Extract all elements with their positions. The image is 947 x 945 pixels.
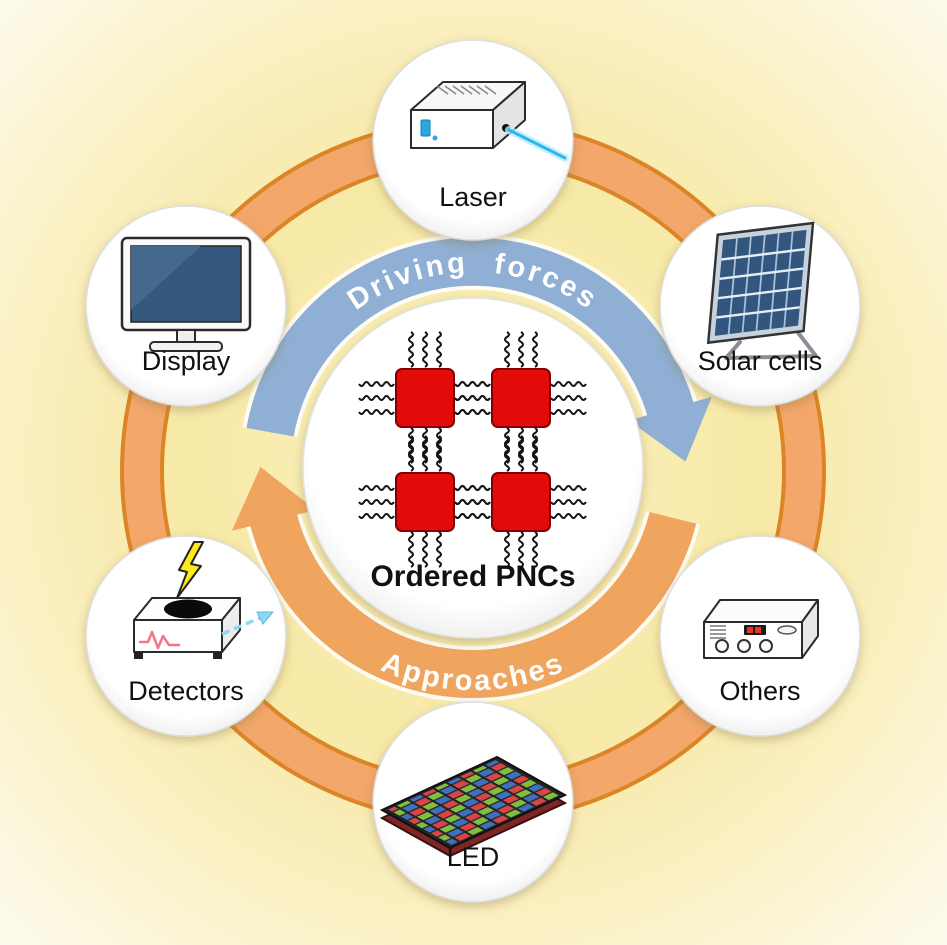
laser-box-side — [492, 81, 526, 149]
node-label-laser: Laser — [439, 182, 507, 212]
node-others: Others — [659, 535, 861, 737]
output-arrow-shaft — [221, 616, 261, 636]
box-top — [703, 599, 819, 623]
node-label-solar-cells: Solar cells — [698, 346, 823, 376]
panel-face — [706, 221, 815, 345]
knob-1 — [715, 639, 729, 653]
laser-beam — [507, 128, 567, 160]
cell-columns — [727, 231, 794, 335]
oval-button — [777, 625, 797, 635]
cycle-arrows: Driving forces Approaches — [231, 233, 712, 703]
vent-grille — [710, 625, 726, 639]
center-label: Ordered PNCs — [370, 560, 575, 593]
output-arrow-head — [256, 611, 275, 625]
node-display: Display — [85, 205, 287, 407]
solar-panel-icon — [706, 221, 818, 360]
approaches-arrow — [231, 466, 697, 699]
led-matrix-icon — [379, 755, 568, 858]
node-label-detectors: Detectors — [128, 676, 244, 706]
node-label-others: Others — [719, 676, 800, 706]
led-pixels — [388, 760, 559, 845]
control-box-icon — [703, 599, 819, 659]
photodetector-icon — [133, 541, 275, 659]
box-side — [801, 599, 819, 659]
cell-rows — [716, 248, 805, 319]
detector-foot-right — [213, 652, 222, 659]
node-label-display: Display — [142, 346, 231, 376]
indicator-led-1 — [747, 627, 753, 633]
monitor-neck — [176, 329, 196, 343]
node-detectors: Detectors — [85, 535, 287, 737]
led-grid — [388, 760, 559, 845]
center-node: Ordered PNCs — [302, 297, 644, 639]
laser-device-icon — [410, 81, 569, 162]
monitor-base — [149, 341, 223, 352]
signal-wave — [138, 630, 181, 650]
vent-lines — [436, 85, 497, 95]
node-laser: Laser — [372, 39, 574, 241]
node-solar-cells: Solar cells — [659, 205, 861, 407]
laser-button — [420, 119, 431, 137]
lightning-bolt-icon — [176, 541, 204, 599]
node-label-led: LED — [447, 842, 500, 872]
screen-highlight — [131, 246, 201, 310]
node-led: LED — [372, 701, 574, 903]
detector-foot-left — [134, 652, 143, 659]
detector-side — [221, 597, 241, 653]
monitor-icon — [120, 236, 252, 352]
detector-front — [133, 619, 223, 653]
indicator-led-2 — [755, 627, 761, 633]
panel-stand — [724, 328, 818, 360]
detector-lens — [164, 599, 212, 619]
laser-indicator-dot — [432, 135, 438, 141]
driving-forces-arrow — [246, 237, 712, 462]
knob-2 — [737, 639, 751, 653]
knob-3 — [759, 639, 773, 653]
